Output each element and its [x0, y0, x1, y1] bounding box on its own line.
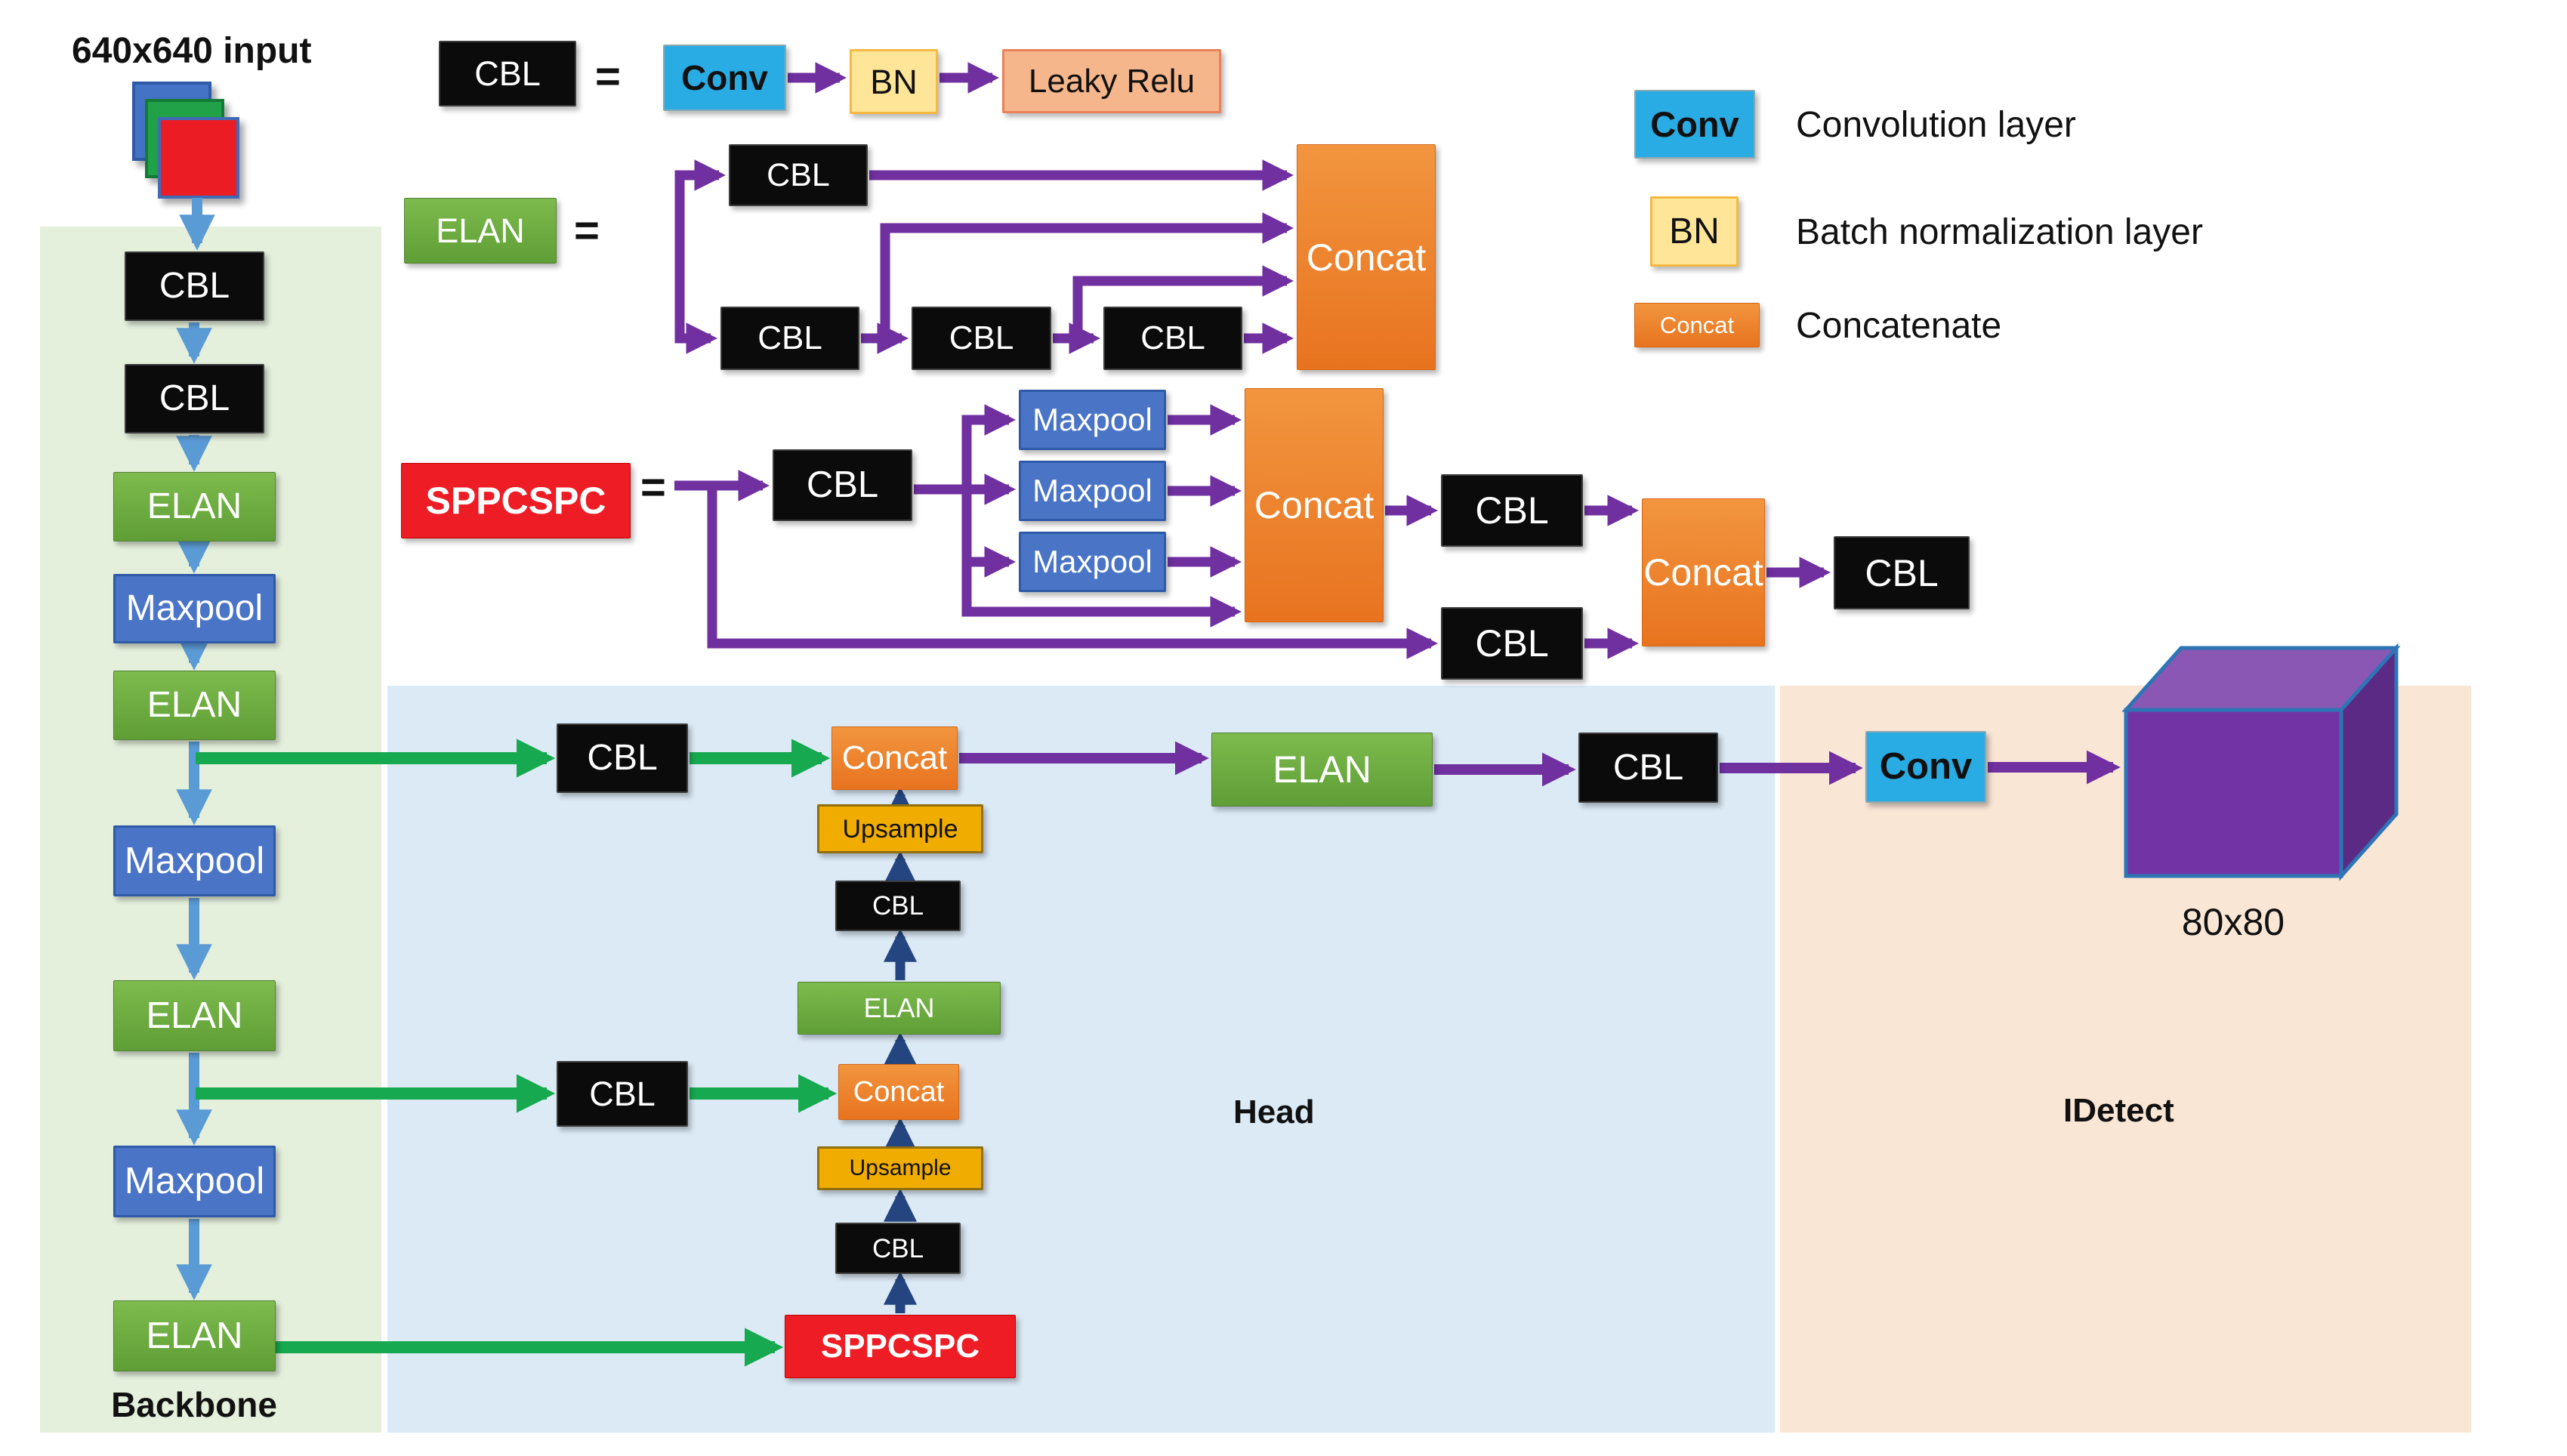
legend-sppcspc-concat-2: Concat	[1642, 498, 1765, 646]
legend-sppcspc-cbl-4: CBL	[1834, 536, 1970, 609]
legend-cbl-relu: Leaky Relu	[1002, 49, 1221, 113]
backbone-elan-3: ELAN	[113, 980, 276, 1051]
backbone-label: Backbone	[111, 1385, 277, 1424]
head-cbl-out: CBL	[1578, 733, 1718, 803]
head-label: Head	[1233, 1094, 1315, 1131]
legend-sppcspc-maxpool-1: Maxpool	[1019, 390, 1166, 450]
head-upsample-1: Upsample	[817, 804, 983, 853]
backbone-maxpool-3: Maxpool	[113, 1146, 276, 1217]
legend-elan-cbl-top: CBL	[729, 144, 868, 206]
input-label: 640x640 input	[72, 31, 312, 71]
head-cbl-top: CBL	[557, 723, 688, 793]
legend-sppcspc-maxpool-2: Maxpool	[1019, 461, 1166, 521]
equals-cbl: =	[595, 52, 621, 101]
head-cbl-row2: CBL	[557, 1061, 688, 1127]
legend-elan-concat: Concat	[1297, 144, 1436, 370]
backbone-cbl-1: CBL	[125, 251, 264, 321]
idetect-conv: Conv	[1865, 731, 1986, 803]
equals-elan: =	[574, 206, 600, 255]
legend-cbl-symbol: CBL	[439, 41, 576, 106]
head-cbl-mid-1: CBL	[835, 881, 961, 931]
legend-cbl-bn: BN	[850, 49, 938, 114]
legend-elan-cbl-b1: CBL	[720, 307, 859, 370]
backbone-maxpool-2: Maxpool	[113, 825, 276, 896]
legend-sppcspc-cbl-1: CBL	[773, 449, 912, 521]
legend-elan-cbl-b2: CBL	[912, 307, 1051, 370]
key-conv-label: Convolution layer	[1796, 105, 2076, 145]
head-panel	[387, 686, 1775, 1433]
connector-purplethin	[674, 185, 718, 354]
head-elan-mid: ELAN	[798, 982, 1001, 1035]
key-bn: BN	[1650, 196, 1739, 267]
legend-sppcspc-cbl-2: CBL	[1441, 474, 1583, 547]
head-upsample-2: Upsample	[817, 1146, 983, 1190]
input-image-red	[158, 117, 239, 199]
legend-sppcspc-maxpool-3: Maxpool	[1019, 532, 1166, 592]
head-elan: ELAN	[1211, 733, 1433, 807]
legend-sppcspc-cbl-3: CBL	[1441, 607, 1583, 680]
connector-purplethin	[961, 489, 1017, 578]
key-concat: Concat	[1634, 303, 1760, 347]
equals-sppcspc: =	[640, 463, 666, 512]
backbone-maxpool-1: Maxpool	[113, 574, 276, 643]
key-conv: Conv	[1634, 90, 1755, 159]
connector-purplethin	[961, 404, 1017, 489]
key-concat-label: Concatenate	[1796, 306, 2002, 346]
cube-size-label: 80x80	[2181, 901, 2285, 943]
head-sppcspc: SPPCSPC	[785, 1315, 1016, 1378]
legend-elan-symbol: ELAN	[404, 198, 557, 264]
legend-sppcspc-symbol: SPPCSPC	[401, 463, 631, 538]
head-cbl-mid-2: CBL	[835, 1223, 961, 1274]
head-concat-mid: Concat	[838, 1064, 959, 1120]
idetect-label: IDetect	[2063, 1092, 2174, 1129]
legend-cbl-conv: Conv	[663, 45, 786, 111]
legend-sppcspc-concat-1: Concat	[1245, 388, 1384, 622]
head-concat-top: Concat	[831, 726, 958, 790]
legend-elan-cbl-b3: CBL	[1103, 307, 1242, 370]
backbone-elan-4: ELAN	[113, 1300, 276, 1371]
backbone-elan-2: ELAN	[113, 671, 276, 740]
backbone-elan-1: ELAN	[113, 472, 276, 541]
key-bn-label: Batch normalization layer	[1796, 212, 2203, 252]
backbone-cbl-2: CBL	[125, 364, 264, 433]
connector-purplethin	[674, 159, 727, 331]
